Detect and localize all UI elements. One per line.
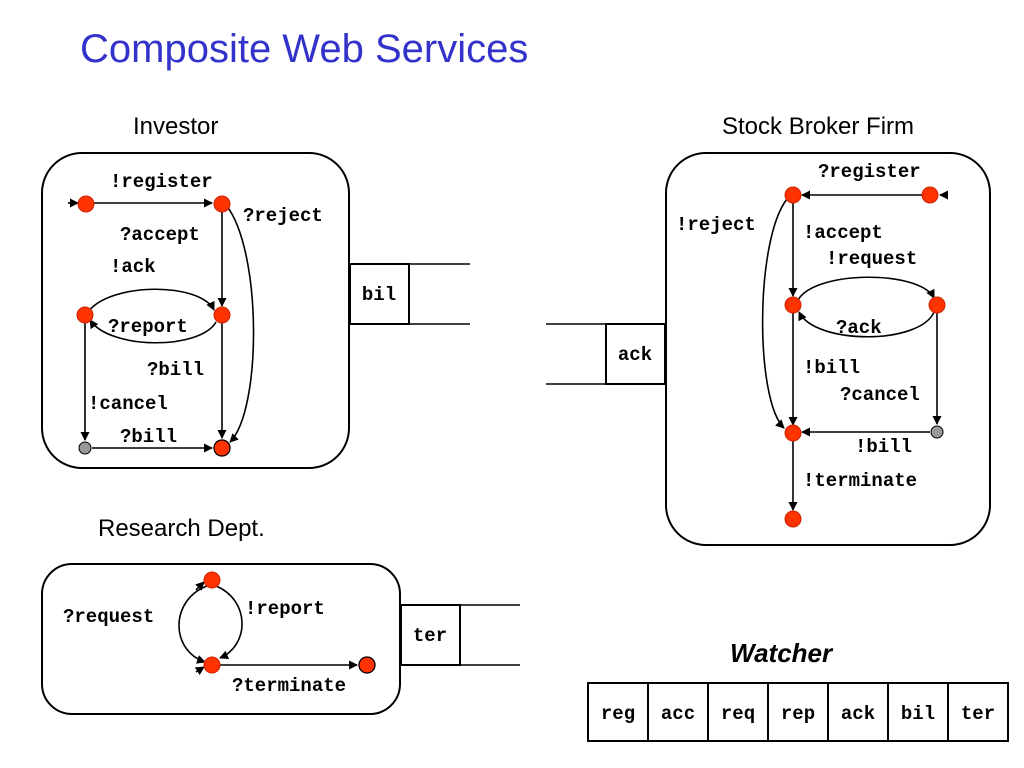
research-box: [41, 563, 401, 715]
broker-edge-ack: [798, 311, 935, 338]
investor-label-ack: !ack: [110, 256, 156, 278]
broker-label-bill-final: !bill: [855, 436, 912, 458]
investor-edge-report: [89, 319, 217, 344]
watcher-cell-ack: [827, 682, 889, 742]
broker-service: Stock Broker Firm ?register !reject !acc…: [546, 113, 991, 546]
queue-cell-ack: [605, 323, 666, 385]
broker-queue-label: ack: [618, 344, 652, 366]
investor-service: Investor !register ?reject ?accept !ack …: [41, 113, 470, 469]
broker-label-reject: !reject: [676, 214, 756, 236]
broker-label-bill: !bill: [803, 357, 860, 379]
broker-label-request: !request: [826, 248, 917, 270]
broker-heading: Stock Broker Firm: [722, 113, 914, 140]
watcher-cell-label: bil: [901, 703, 935, 725]
investor-state-final: [78, 441, 92, 455]
research-heading: Research Dept.: [98, 515, 265, 542]
broker-label-cancel: ?cancel: [840, 384, 920, 406]
watcher-cell-label: ack: [841, 703, 875, 725]
investor-state-start: [77, 195, 95, 213]
broker-queue: ack: [546, 323, 666, 385]
broker-label-register: ?register: [818, 161, 921, 183]
investor-queue-label: bil: [362, 284, 396, 306]
broker-state-start: [921, 186, 939, 204]
research-state: [203, 571, 221, 589]
watcher-cell-rep: [767, 682, 829, 742]
investor-label-report: ?report: [108, 316, 188, 338]
broker-label-accept: !accept: [803, 222, 883, 244]
investor-state: [213, 195, 231, 213]
investor-state: [76, 306, 94, 324]
watcher-cell-bil: [887, 682, 949, 742]
investor-final-ring: [213, 439, 231, 457]
research-service: Research Dept. ?request !report ?termina…: [41, 515, 520, 715]
watcher-cell-label: acc: [661, 703, 695, 725]
broker-edge-reject: [761, 198, 788, 429]
investor-heading: Investor: [133, 113, 218, 140]
broker-state: [928, 296, 946, 314]
broker-edge-request: [797, 276, 935, 301]
research-state: [203, 656, 221, 674]
watcher: Watcher reg acc req rep ack bil ter: [587, 638, 1009, 742]
investor-label-accept: ?accept: [120, 224, 200, 246]
queue-cell-bil: [349, 263, 410, 325]
investor-queue: bil: [349, 263, 470, 325]
investor-label-register: !register: [110, 171, 213, 193]
watcher-cell-label: ter: [961, 703, 995, 725]
investor-state: [213, 306, 231, 324]
broker-state: [784, 424, 802, 442]
research-initial-arrow: [195, 581, 205, 591]
investor-edge-reject: [225, 204, 255, 443]
research-final-ring: [358, 656, 376, 674]
research-initial-arrow-2: [194, 666, 205, 676]
research-queue: ter: [400, 604, 520, 666]
research-label-request: ?request: [63, 606, 154, 628]
queue-cell-ter: [400, 604, 461, 666]
watcher-cell-label: rep: [781, 703, 815, 725]
investor-label-bill: ?bill: [147, 359, 204, 381]
broker-label-terminate: !terminate: [803, 470, 917, 492]
watcher-cells: reg acc req rep ack bil ter: [587, 682, 1009, 742]
broker-state: [784, 186, 802, 204]
research-edge-report: [215, 585, 243, 659]
watcher-cell-ter: [947, 682, 1009, 742]
research-edge-request: [178, 585, 208, 664]
investor-label-reject: ?reject: [243, 205, 323, 227]
watcher-cell-label: reg: [601, 703, 635, 725]
watcher-cell-req: [707, 682, 769, 742]
research-label-terminate: ?terminate: [232, 675, 346, 697]
broker-state-final: [784, 510, 802, 528]
research-queue-label: ter: [413, 625, 447, 647]
research-label-report: !report: [245, 598, 325, 620]
broker-label-ack: ?ack: [836, 317, 882, 339]
investor-label-bill-final: ?bill: [120, 426, 177, 448]
investor-edge-ack: [87, 288, 215, 313]
watcher-heading: Watcher: [730, 638, 834, 668]
broker-state: [784, 296, 802, 314]
watcher-cell-label: req: [721, 703, 755, 725]
investor-label-cancel: !cancel: [88, 393, 168, 415]
broker-state-final: [930, 425, 944, 439]
page-title: Composite Web Services: [80, 27, 528, 71]
